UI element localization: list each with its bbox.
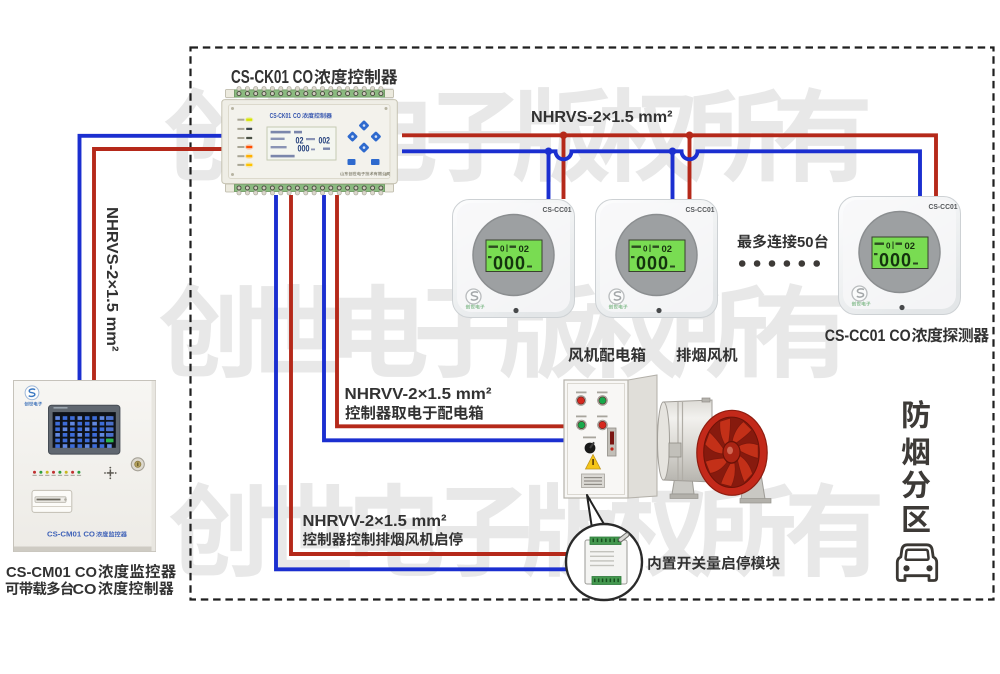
svg-text:000: 000	[636, 253, 669, 274]
svg-text:CS-CC01: CS-CC01	[929, 202, 958, 211]
svg-text:NHRVV-2×1.5 mm²: NHRVV-2×1.5 mm²	[345, 386, 492, 403]
svg-text:CS-CM01 CO: CS-CM01 CO	[47, 532, 96, 539]
svg-text:000: 000	[879, 251, 912, 272]
svg-text:CO: CO	[293, 111, 301, 120]
svg-text:CS-CK01: CS-CK01	[270, 111, 292, 120]
svg-text:02: 02	[519, 244, 530, 254]
svg-text:02: 02	[661, 244, 672, 254]
svg-text:002: 002	[319, 136, 331, 146]
svg-text:CS-CC01: CS-CC01	[685, 205, 714, 214]
svg-text:02: 02	[905, 241, 916, 251]
svg-text:CO: CO	[73, 582, 97, 598]
svg-text:CS-CM01 CO: CS-CM01 CO	[6, 564, 97, 581]
svg-text:02: 02	[296, 136, 304, 146]
svg-text:000: 000	[298, 144, 310, 155]
svg-text:CS-CK01 CO: CS-CK01 CO	[231, 67, 313, 87]
svg-text:0: 0	[500, 244, 505, 253]
svg-text:CS-CC01: CS-CC01	[543, 205, 572, 214]
svg-text:0: 0	[643, 244, 648, 253]
svg-text:NHRVS-2×1.5 mm²: NHRVS-2×1.5 mm²	[103, 207, 120, 352]
svg-text:0: 0	[886, 242, 891, 251]
svg-text:000: 000	[493, 253, 526, 274]
svg-text:50: 50	[797, 234, 814, 251]
svg-text:NHRVV-2×1.5 mm²: NHRVV-2×1.5 mm²	[303, 513, 447, 530]
svg-text:CS-CC01 CO: CS-CC01 CO	[825, 327, 911, 345]
svg-text:NHRVS-2×1.5 mm²: NHRVS-2×1.5 mm²	[531, 109, 673, 126]
